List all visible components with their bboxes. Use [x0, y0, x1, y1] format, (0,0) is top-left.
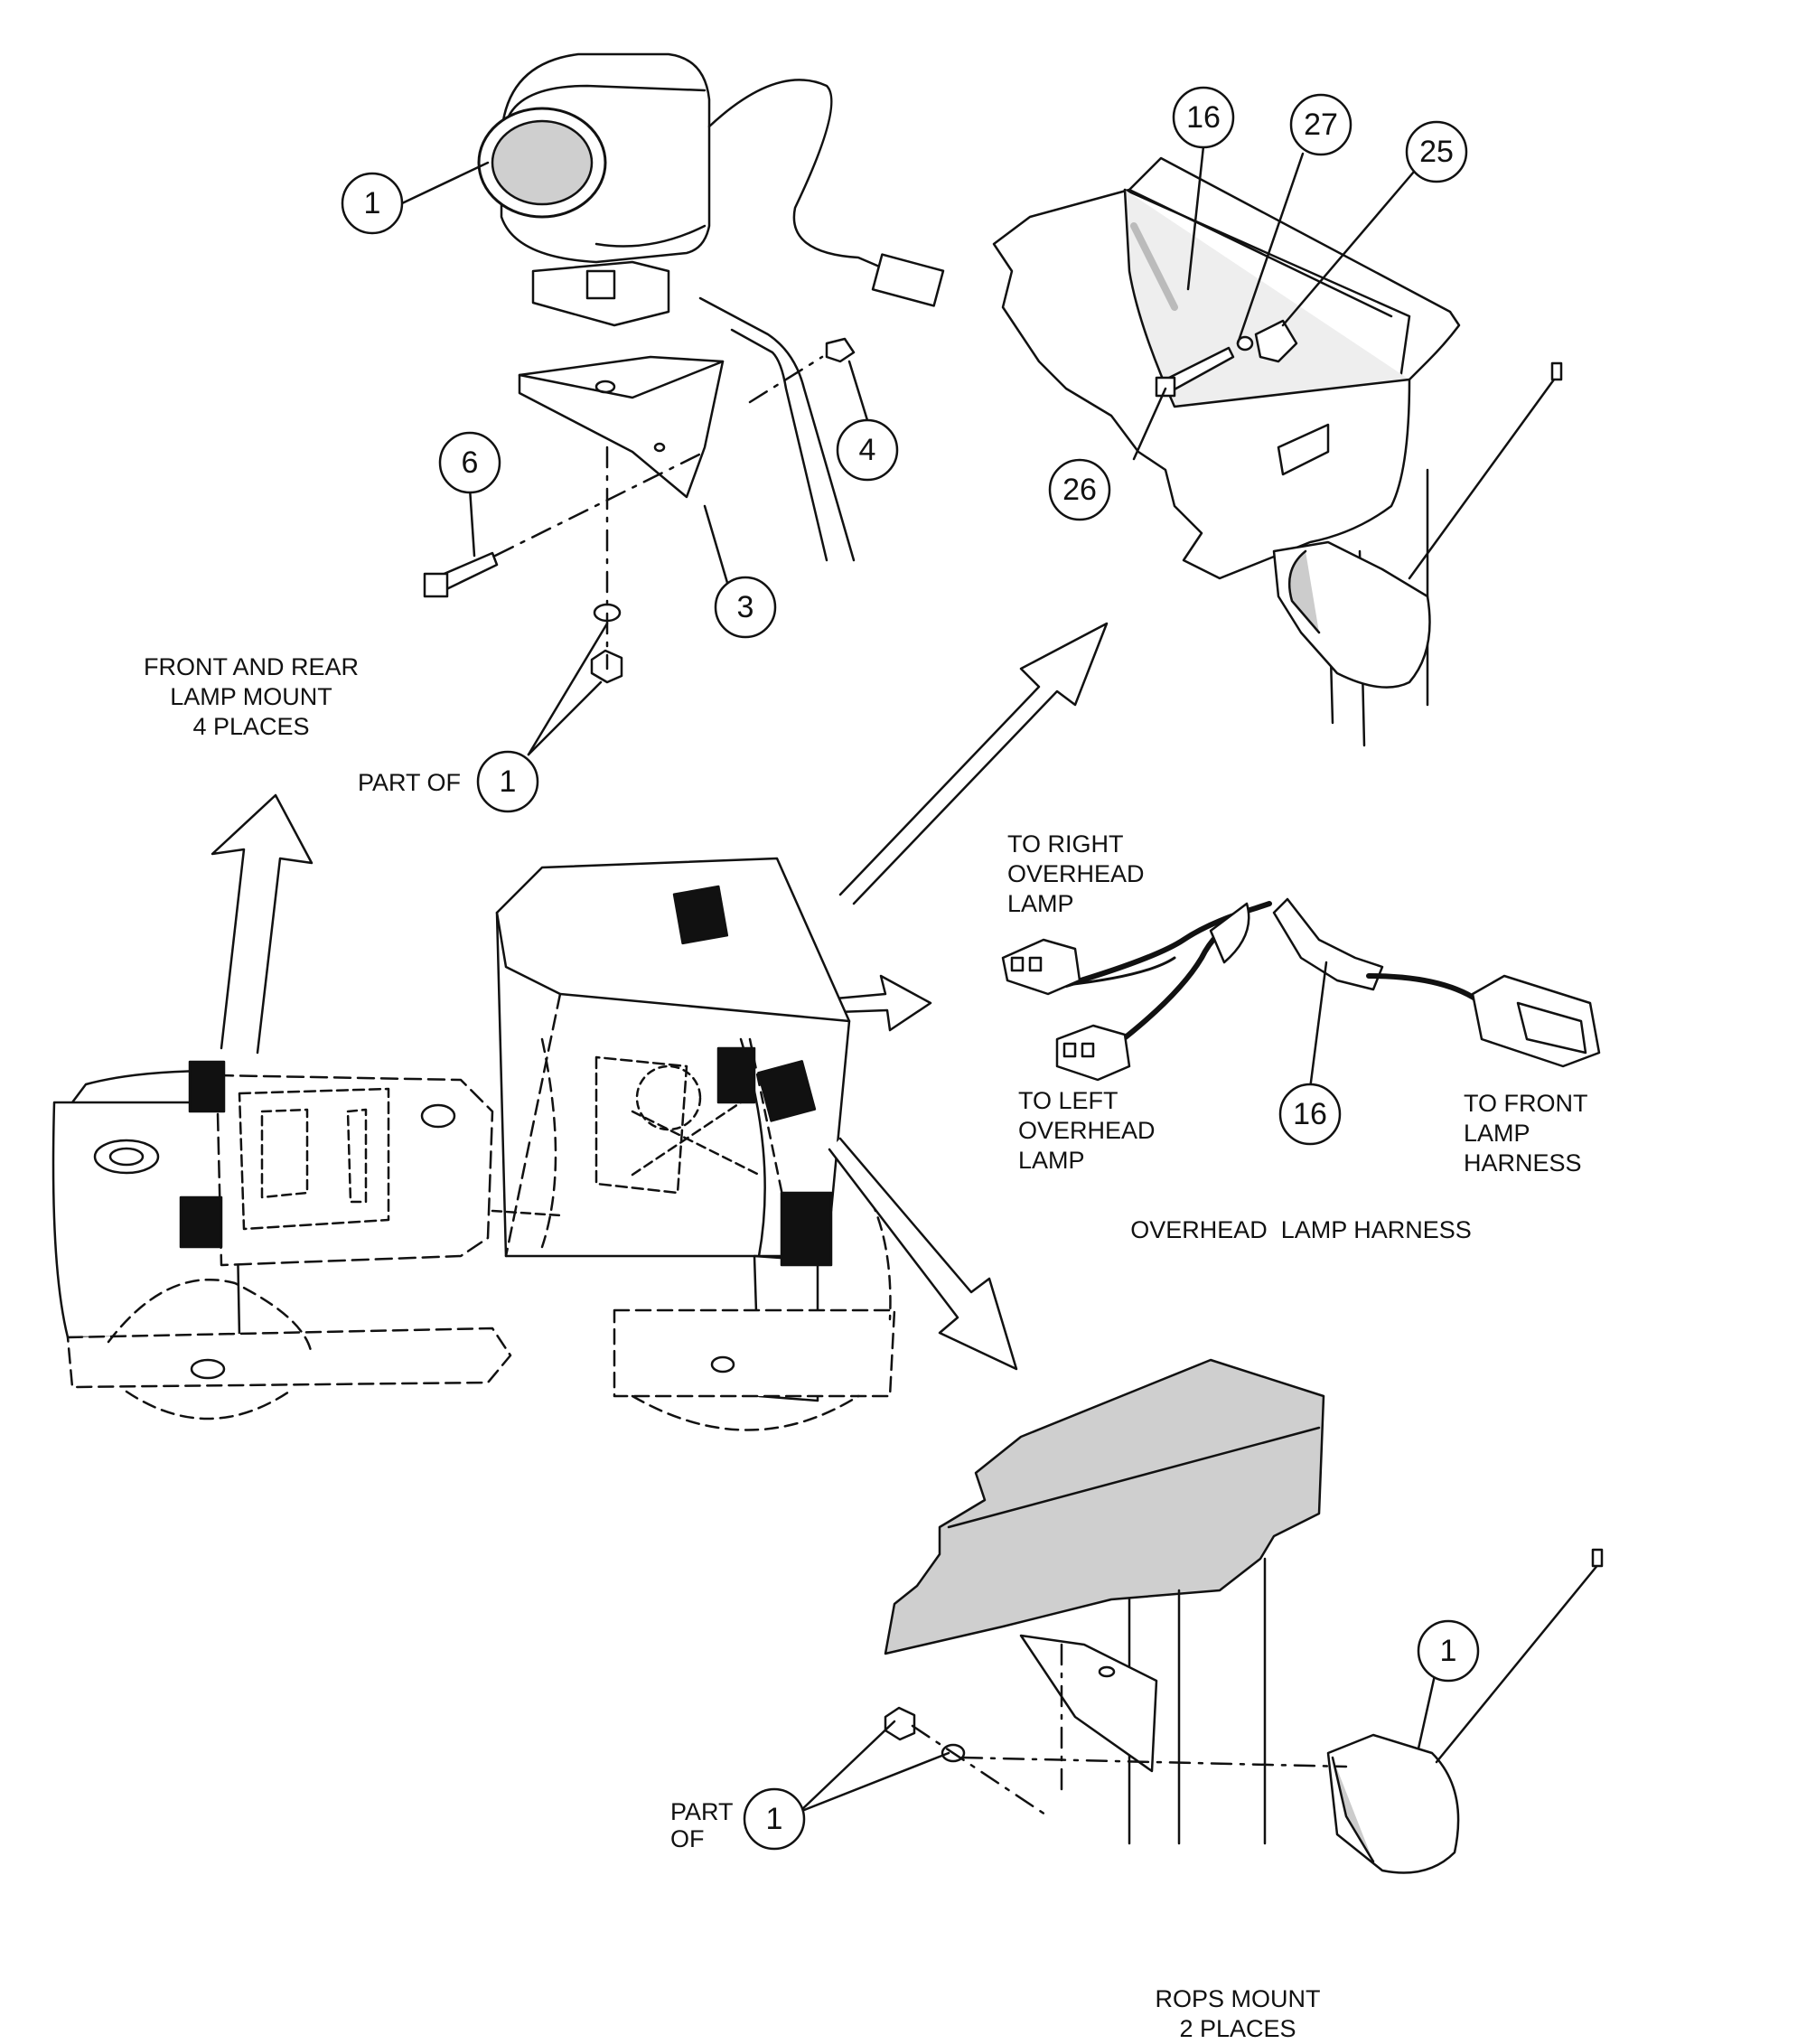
svg-text:16: 16 [1186, 100, 1221, 135]
svg-text:4: 4 [859, 433, 876, 467]
front-rear-line-2: LAMP MOUNT [170, 683, 332, 710]
svg-text:16: 16 [1293, 1097, 1327, 1131]
connector-right [1001, 938, 1081, 996]
rops-line-1: ROPS MOUNT [1155, 1985, 1321, 2012]
front-rear-line-1: FRONT AND REAR [143, 653, 360, 680]
to-right-line-3: LAMP [1007, 890, 1074, 917]
overhead-harness-detail [1001, 897, 1601, 1091]
callout-27-washer: 27 [1289, 93, 1352, 156]
callout-25-clip: 25 [1405, 120, 1468, 183]
callout-1-part-of-top: 1 [476, 750, 539, 813]
front-rear-mount-label: FRONT AND REAR LAMP MOUNT 4 PLACES [134, 652, 369, 742]
to-front-line-1: TO FRONT [1464, 1090, 1588, 1117]
to-right-overhead-label: TO RIGHT OVERHEAD LAMP [1007, 830, 1145, 919]
callout-1-part-of-bottom: 1 [743, 1787, 806, 1851]
part-of-top-label: PART OF [358, 769, 462, 796]
bolt-6 [423, 551, 499, 598]
roller-machine [51, 857, 896, 1431]
overhead-harness-title: OVERHEAD LAMP HARNESS [1130, 1216, 1472, 1243]
front-rear-lamp-detail [400, 52, 945, 756]
callout-26-screw: 26 [1048, 458, 1111, 521]
svg-text:1: 1 [766, 1802, 783, 1836]
connector-left [1055, 1024, 1131, 1082]
svg-text:25: 25 [1419, 135, 1454, 169]
callout-1-lamp: 1 [341, 172, 404, 235]
to-right-line-2: OVERHEAD [1007, 860, 1145, 887]
to-front-line-2: LAMP [1464, 1120, 1530, 1147]
to-left-line-1: TO LEFT [1018, 1087, 1118, 1114]
connector-front [1471, 974, 1601, 1068]
overhead-lamp-detail [992, 145, 1563, 747]
svg-text:1: 1 [1440, 1634, 1457, 1668]
rops-mount-label: ROPS MOUNT 2 PLACES [1120, 1984, 1355, 2044]
callout-16-harness: 16 [1278, 1083, 1342, 1146]
svg-text:6: 6 [462, 445, 479, 480]
svg-text:1: 1 [500, 764, 517, 799]
arrow-to-rops [828, 1137, 1018, 1371]
rops-lamp-detail [798, 1358, 1604, 1874]
arrow-to-front-mount [211, 793, 314, 1055]
to-front-lamp-label: TO FRONT LAMP HARNESS [1464, 1089, 1588, 1178]
part-of-bottom-line-2: OF [670, 1825, 705, 1852]
svg-text:26: 26 [1062, 473, 1097, 507]
rops-line-2: 2 PLACES [1179, 2015, 1296, 2042]
to-left-line-3: LAMP [1018, 1147, 1085, 1174]
arrow-to-overhead [838, 622, 1109, 905]
to-front-line-3: HARNESS [1464, 1149, 1582, 1177]
svg-text:1: 1 [364, 186, 381, 220]
callout-3-bracket: 3 [714, 576, 777, 639]
to-left-line-2: OVERHEAD [1018, 1117, 1156, 1144]
callout-1-rops-lamp: 1 [1417, 1619, 1480, 1683]
to-left-overhead-label: TO LEFT OVERHEAD LAMP [1018, 1086, 1156, 1176]
svg-text:27: 27 [1304, 108, 1338, 142]
callout-6-bolt: 6 [438, 431, 501, 494]
part-of-bottom-line-1: PART [670, 1798, 734, 1825]
svg-text:3: 3 [737, 590, 754, 624]
arrow-to-harness [784, 974, 932, 1032]
callout-16-overhead: 16 [1172, 86, 1235, 149]
front-rear-line-3: 4 PLACES [192, 713, 310, 740]
part-of-bottom-label: PART OF [670, 1798, 734, 1852]
callout-4-nut: 4 [836, 418, 899, 482]
to-right-line-1: TO RIGHT [1007, 830, 1124, 858]
